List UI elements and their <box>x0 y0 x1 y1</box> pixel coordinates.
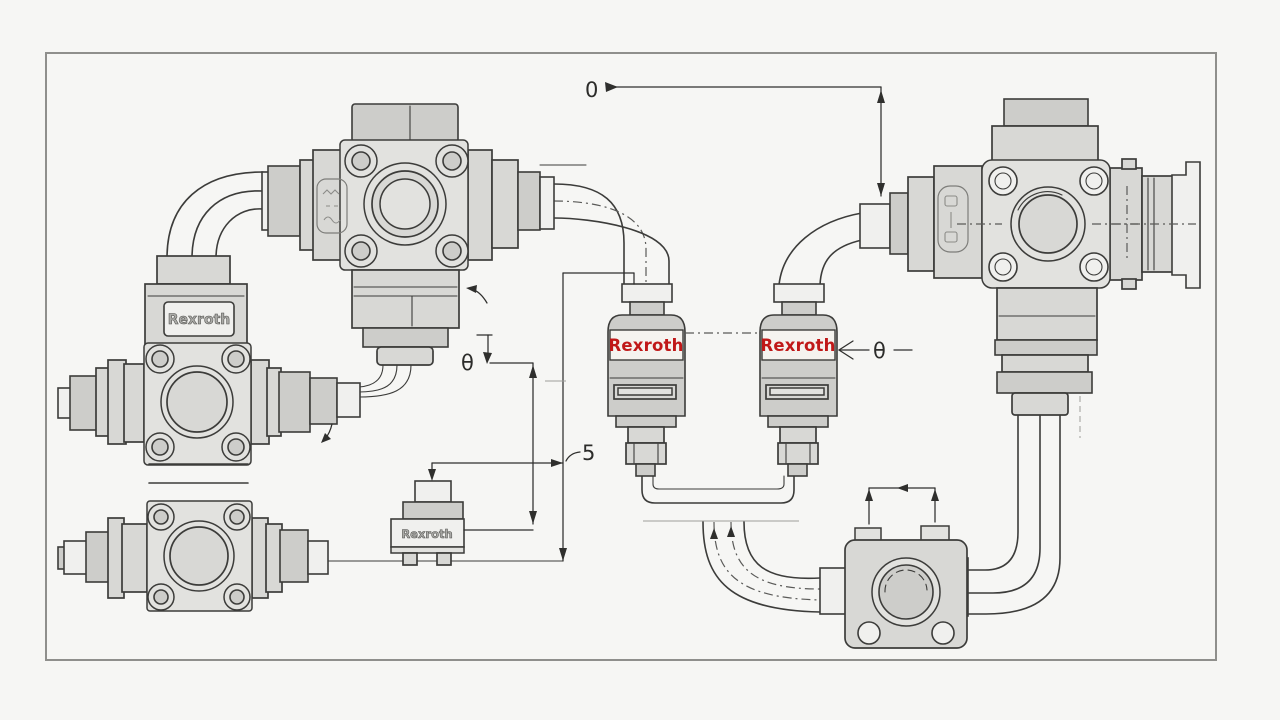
leader-arrow-icon <box>321 433 331 443</box>
flow-arrow-icon <box>727 526 735 537</box>
arrowhead-icon <box>877 90 885 103</box>
center-bore <box>363 162 447 246</box>
bolt-icon <box>857 621 955 645</box>
arrowhead-icon <box>605 82 618 92</box>
brand-label: Rexroth <box>760 336 835 355</box>
accumulator-2: Rexroth <box>759 283 838 477</box>
arrowhead-icon <box>529 365 537 378</box>
small-component: Rexroth <box>390 480 465 566</box>
center-bore <box>871 557 941 627</box>
drawing-frame <box>45 52 1217 661</box>
bolt-icon <box>344 144 469 268</box>
brand-label: Rexroth <box>608 336 683 355</box>
theta-right-label: θ <box>873 339 886 363</box>
brand-band <box>609 329 684 361</box>
valve-left-middle: Rexroth <box>57 255 361 484</box>
accumulator-1: Rexroth <box>607 283 686 477</box>
arrowhead-icon <box>529 511 537 524</box>
center-bore <box>163 520 235 592</box>
flow-arrow-icon <box>710 528 718 539</box>
center-bore <box>1010 186 1086 262</box>
dimensions: 0 θ 5 θ <box>428 78 913 562</box>
nameplate <box>937 185 969 253</box>
arrowhead-icon <box>559 548 567 561</box>
dimension-ports <box>865 484 939 525</box>
brand-label: Rexroth <box>401 527 452 541</box>
arrowhead-icon <box>877 183 885 196</box>
bolt-icon <box>145 344 251 462</box>
arrowhead-icon <box>483 352 492 364</box>
valve-top-center <box>261 103 587 366</box>
leader-arrow-icon <box>466 285 477 293</box>
center-bore <box>160 365 234 439</box>
nameplate <box>316 178 348 234</box>
elbow-pipe-center <box>643 520 821 613</box>
valve-right <box>859 98 1201 416</box>
brand-label-plate <box>390 518 465 548</box>
piping <box>166 171 1081 615</box>
brand-label-plate <box>163 301 235 337</box>
arrowhead-icon <box>551 459 563 467</box>
bolt-icon <box>988 166 1109 282</box>
valve-bottom-right <box>819 484 969 649</box>
arrowhead-icon <box>428 469 436 481</box>
brand-label: Rexroth <box>168 312 231 328</box>
dim-five-label: 5 <box>582 441 595 465</box>
dim-zero-label: 0 <box>585 78 598 102</box>
bolt-icon <box>147 503 251 611</box>
brand-band <box>761 329 836 361</box>
valve-bottom-left <box>57 500 564 612</box>
theta-left-label: θ <box>461 351 474 375</box>
